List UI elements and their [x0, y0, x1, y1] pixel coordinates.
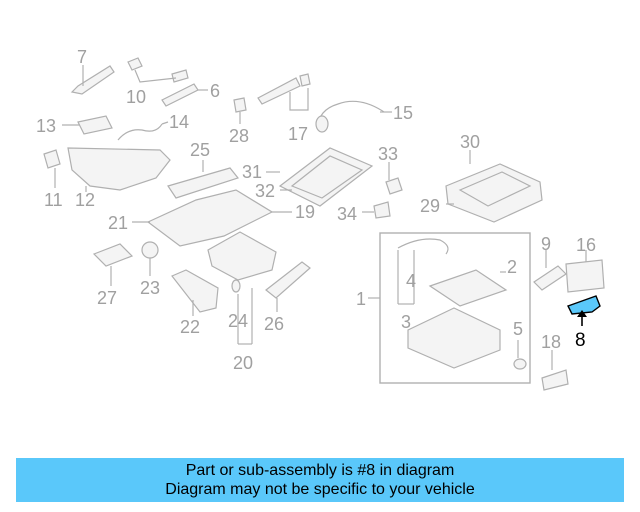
callout-18: 18 — [541, 332, 561, 352]
part-8-highlighted-shape — [567, 295, 601, 315]
part-10-shape — [127, 57, 143, 71]
callout-11: 11 — [44, 190, 63, 210]
part-33-shape — [385, 177, 403, 195]
callout-20: 20 — [233, 353, 253, 373]
part-25-shape — [167, 167, 240, 199]
part-22-shape — [171, 269, 219, 313]
part-4-shape — [397, 238, 449, 255]
banner-line-1: Part or sub-assembly is #8 in diagram — [185, 462, 455, 479]
callout-25: 25 — [190, 140, 210, 160]
callout-21: 21 — [108, 213, 128, 233]
banner-line-2: Diagram may not be specific to your vehi… — [165, 481, 475, 498]
callout-23: 23 — [140, 278, 160, 298]
part-13-shape — [77, 115, 113, 135]
part-26-shape — [265, 261, 311, 299]
part-31-32-shape — [278, 147, 374, 207]
callout-27: 27 — [97, 288, 117, 308]
callout-10: 10 — [126, 87, 146, 107]
part-27-shape — [92, 243, 134, 267]
callout-5: 5 — [513, 319, 523, 339]
callout-13: 13 — [36, 116, 56, 136]
part-30-cushion-shape — [445, 163, 543, 223]
callout-24: 24 — [228, 311, 248, 331]
callout-29: 29 — [420, 196, 440, 216]
callout-12: 12 — [75, 190, 95, 210]
seat-frame-inset-box — [379, 232, 531, 384]
info-banner: Part or sub-assembly is #8 in diagram Di… — [16, 458, 624, 502]
parts-diagram: 7 10 6 13 14 11 12 28 17 15 25 30 31 33 … — [36, 47, 605, 391]
callout-1: 1 — [356, 289, 366, 309]
callout-2: 2 — [507, 257, 517, 277]
callout-14: 14 — [169, 112, 189, 132]
part-23-shape — [141, 241, 159, 259]
part-2-shape — [428, 269, 508, 307]
callout-34: 34 — [337, 204, 357, 224]
part-9-shape — [533, 265, 567, 291]
callout-6: 6 — [210, 81, 220, 101]
part-34-shape — [373, 201, 391, 219]
callout-4: 4 — [406, 271, 416, 291]
callout-8-highlighted: 8 — [575, 330, 586, 351]
callout-26: 26 — [264, 314, 284, 334]
part-28-shape — [233, 97, 247, 113]
callout-33: 33 — [378, 144, 398, 164]
part-12-shape — [67, 147, 171, 191]
part-19-21-shape — [146, 189, 274, 247]
callout-31: 31 — [242, 162, 262, 182]
callout-28: 28 — [229, 126, 249, 146]
part-6-shape — [161, 83, 199, 107]
callout-19: 19 — [295, 202, 315, 222]
part-11-shape — [43, 149, 61, 169]
callout-3: 3 — [401, 312, 411, 332]
part-7-shape — [70, 65, 115, 95]
part-3-shape — [407, 307, 501, 369]
part-5-shape — [513, 358, 527, 370]
part-18-shape — [541, 369, 569, 391]
callout-32: 32 — [255, 181, 275, 201]
callout-9: 9 — [541, 234, 551, 254]
part-17-shape — [257, 77, 301, 105]
callout-16: 16 — [576, 235, 596, 255]
callout-17: 17 — [288, 124, 308, 144]
part-16-shape — [565, 259, 605, 293]
part-14-shape — [117, 123, 163, 141]
callout-22: 22 — [180, 317, 200, 337]
part-20-24-shape — [207, 231, 277, 281]
callout-15: 15 — [393, 103, 413, 123]
callout-7: 7 — [77, 47, 87, 67]
callout-30: 30 — [460, 132, 480, 152]
